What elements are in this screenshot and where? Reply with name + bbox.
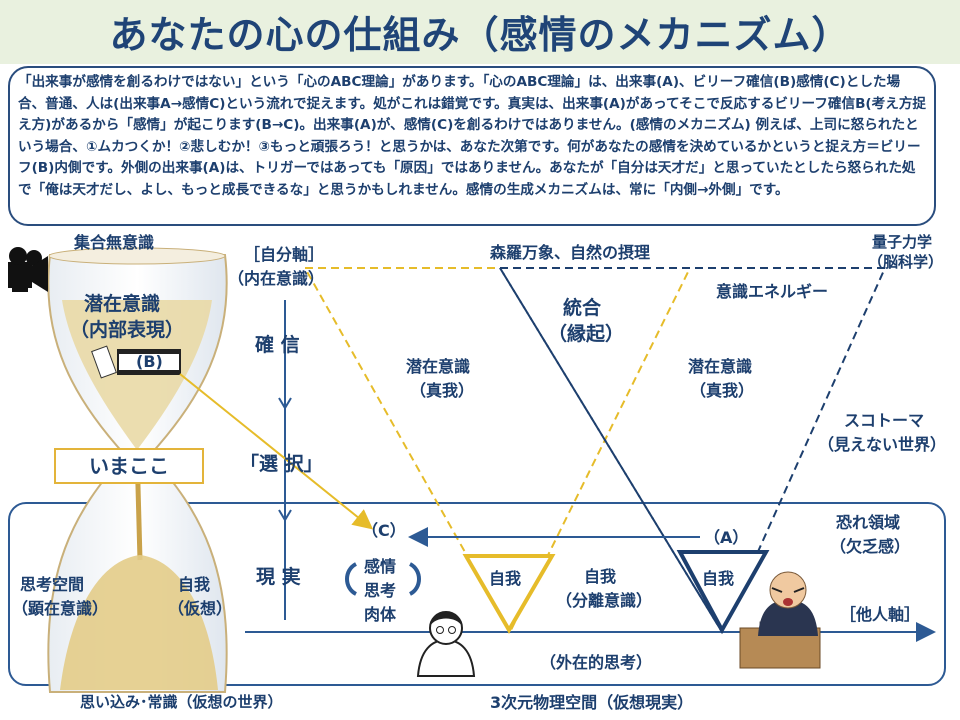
ego-left-label: 自我 [178,575,211,594]
physical-space-label: 3次元物理空間（仮想現実） [490,693,694,712]
invisible-world-label: （見えない世界） [818,435,947,454]
dependent-origination-label: （縁起） [548,323,625,345]
thinking-space-label: 思考空間 [20,575,85,594]
title-bar [0,0,960,64]
assumptions-label: 思い込み･常識（仮想の世界） [80,693,283,711]
film-strip-icon [91,345,181,379]
collective-unconscious-label: 集合無意識 [74,233,155,252]
intro-text: 「出来事が感情を創るわけではない」という「心のABC理論」があります。「心のAB… [18,74,927,198]
quantum-label: 量子力学 [872,233,933,251]
imakoko-box: いまここ [54,448,204,484]
c-mark-label: （C） [362,521,406,540]
outer-triangle-left-edge [499,267,723,633]
external-thinking-label: （外在的思考） [540,653,653,672]
manifest-consciousness-label: （顕在意識） [12,599,109,618]
page-title: あなたの心の仕組み（感情のメカニズム） [109,13,851,57]
lack-label: （欠乏感） [830,537,911,556]
integration-label: 統合 [563,297,602,319]
ego-navy-label: 自我 [702,569,735,588]
video-camera-icon [8,247,48,292]
body-label: 肉体 [364,605,397,624]
self-axis-label: ［自分軸］ [244,245,325,264]
angry-boss-icon [739,571,821,669]
woman-avatar-icon [416,611,476,677]
internal-representation-label: （内部表現） [70,319,185,341]
down-arrow-2 [278,509,292,522]
subconscious-label: 潜在意識 [84,293,161,315]
consciousness-energy-label: 意識エネルギー [716,282,829,301]
emotion-label: 感情 [364,557,397,576]
b-to-c-arrow [179,373,374,530]
virtual-label: （仮想） [168,599,233,618]
latent-left-label: 潜在意識 [406,357,471,376]
other-axis-label: ［他人軸］ [840,605,921,624]
cosmos-label: 森羅万象、自然の摂理 [490,243,651,262]
ego-middle-label: 自我 [584,567,617,586]
scotoma-label: スコトーマ [844,411,925,430]
brain-science-label: （脳科学） [868,253,944,271]
b-mark-label: (B) [136,352,163,371]
inner-consciousness-label: （内在意識） [228,269,325,288]
cycle-arrow-right [408,562,421,596]
reality-label: 現 実 [256,566,301,588]
a-mark-label: （A） [704,528,749,547]
conviction-label: 確 信 [255,334,300,356]
intro-text-box: 「出来事が感情を創るわけではない」という「心のABC理論」があります。「心のAB… [8,66,936,226]
ego-yellow-label: 自我 [489,569,522,588]
thought-label: 思考 [364,581,397,600]
true-self-right-label: （真我） [690,381,755,400]
cycle-arrow-left [345,562,358,596]
ego-triangle-yellow [462,554,556,634]
fear-zone-label: 恐れ領域 [836,513,901,532]
physical-space-frame [8,502,946,686]
inner-triangle [303,267,692,635]
choice-label: 「選 択」 [240,453,323,475]
ego-triangle-navy [676,550,770,635]
down-arrow-1 [278,397,292,410]
true-self-left-label: （真我） [410,381,475,400]
separation-consciousness-label: （分離意識） [556,591,653,610]
latent-right-label: 潜在意識 [688,357,753,376]
